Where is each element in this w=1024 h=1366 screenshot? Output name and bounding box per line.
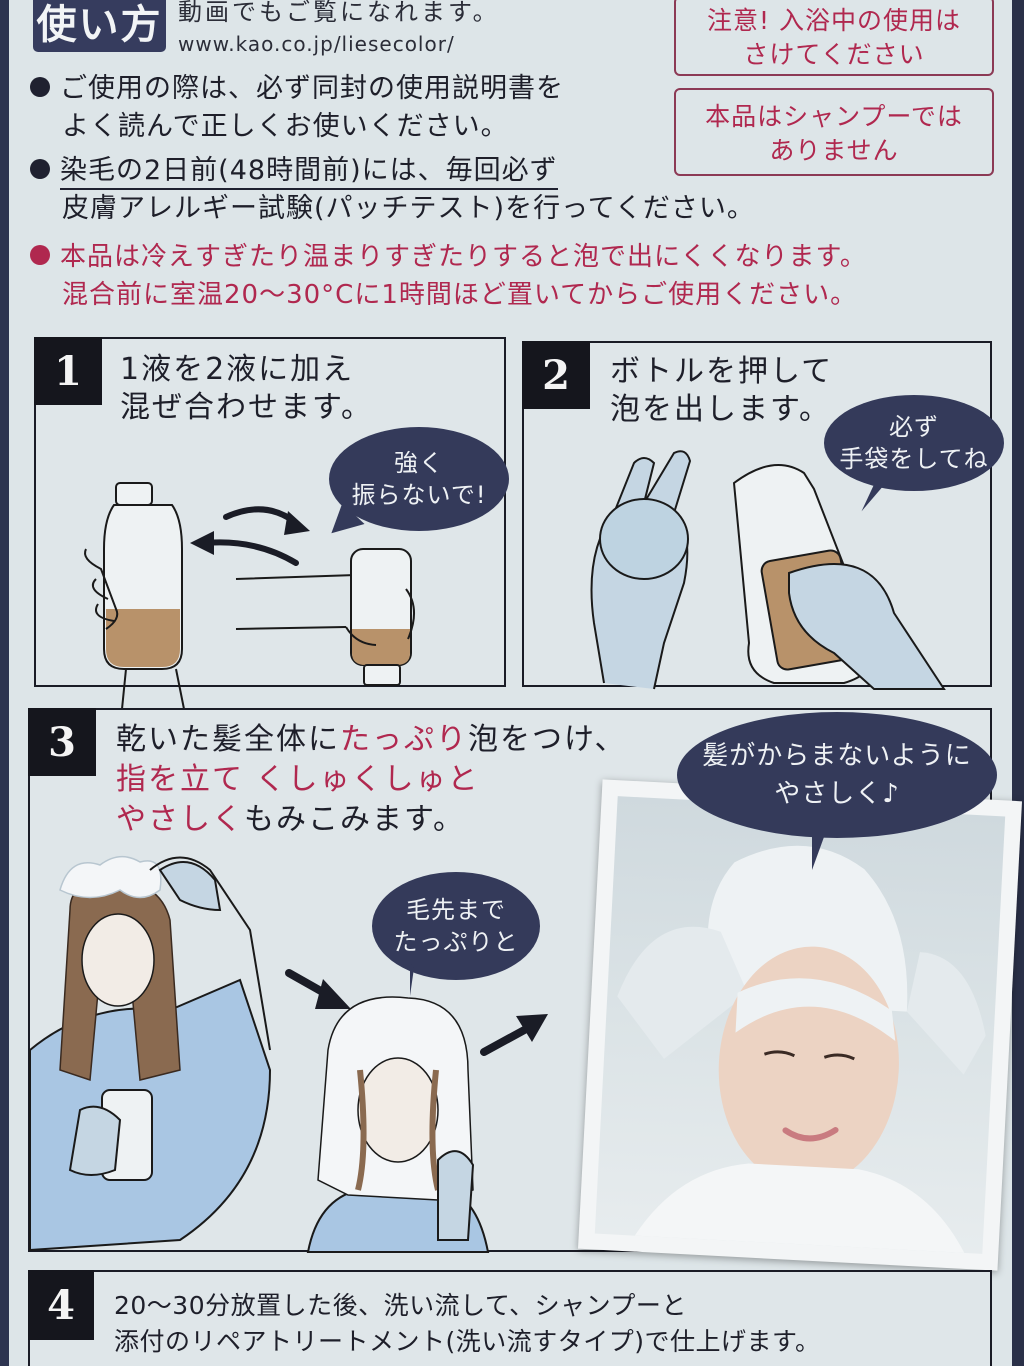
bubble-tail — [812, 820, 834, 870]
woman-applying-foam-illustration — [29, 856, 272, 1252]
note-text: よく読んで正しくお使いください。 — [62, 111, 509, 142]
bubble-text: 毛先まで — [406, 896, 506, 924]
note-text: 染毛の2日前(48時間前)には、毎回必ず — [60, 155, 558, 190]
step-1-text: 1液を2液に加え 混ぜ合わせます。 — [120, 351, 373, 427]
step-4-text: 20〜30分放置した後、洗い流して、シャンプーと 添付のリペアトリートメント(洗… — [114, 1288, 821, 1360]
step-line: 1液を2液に加え — [120, 352, 355, 387]
warning-line: さけてください — [743, 40, 925, 69]
bullet-icon — [30, 76, 50, 97]
step-line: 乾いた髪全体にたっぷり泡をつけ、 — [116, 720, 627, 760]
note-text: ご使用の際は、必ず同封の使用説明書を — [60, 73, 564, 104]
step-text-span: 乾いた髪全体に — [116, 722, 340, 757]
step-line: やさしくもみこみます。 — [116, 800, 627, 840]
bubble-text: 必ず — [889, 413, 939, 441]
speech-bubble-to-tips: 毛先まで たっぷりと — [372, 872, 540, 980]
step-text-span: 泡をつけ、 — [468, 722, 627, 757]
foamed-hair-model-image — [617, 845, 986, 1253]
arrow-right-up-icon — [480, 1014, 548, 1056]
step-number: 1 — [34, 337, 102, 405]
bubble-text: 強く — [394, 449, 444, 477]
step-2-text: ボトルを押して 泡を出します。 — [610, 353, 833, 429]
warning-box-bath: 注意! 入浴中の使用は さけてください — [674, 0, 994, 76]
step-3-text: 乾いた髪全体にたっぷり泡をつけ、 指を立て くしゅくしゅと やさしくもみこみます… — [116, 720, 627, 840]
bullet-icon — [30, 158, 50, 179]
photo-image — [594, 796, 1006, 1254]
bubble-text: 髪がからまないように — [702, 741, 972, 771]
step-line: 添付のリペアトリートメント(洗い流すタイプ)で仕上げます。 — [114, 1327, 821, 1356]
arrow-right-down-icon — [285, 969, 351, 1009]
bottle-illustration — [84, 482, 187, 720]
note-temperature: 本品は冷えすぎたり温まりすぎたりすると泡で出にくくなります。 混合前に室温20〜… — [30, 238, 867, 314]
step-2-panel: 2 ボトルを押して 泡を出します。 必ず 手袋をしてね — [522, 341, 1004, 690]
step-line: ボトルを押して — [610, 354, 834, 389]
page-title: 使い方 — [33, 0, 166, 52]
step-text-emphasis: たっぷり — [340, 722, 468, 757]
bubble-text: 振らないで! — [351, 481, 487, 509]
woman-foamed-hair-illustration — [306, 996, 490, 1253]
speech-bubble-wear-gloves: 必ず 手袋をしてね — [824, 395, 1004, 491]
video-note: 動画でもご覧になれます。 — [178, 0, 500, 26]
swap-arrows-icon — [190, 506, 310, 566]
bullet-icon — [30, 244, 50, 265]
step-text-span: もみこみます。 — [244, 802, 465, 837]
website-link[interactable]: www.kao.co.jp/liesecolor/ — [178, 32, 455, 56]
bubble-tail — [410, 962, 428, 996]
step-number: 2 — [522, 341, 590, 409]
step-line: 泡を出します。 — [610, 392, 831, 427]
gloved-hands-foam-illustration — [590, 450, 946, 690]
speech-bubble-gently: 髪がからまないように やさしく♪ — [677, 712, 997, 838]
package-edge-left — [0, 0, 9, 1366]
bubble-text: 手袋をしてね — [839, 445, 989, 473]
step-number: 4 — [28, 1270, 94, 1340]
warning-line: 注意! 入浴中の使用は — [707, 6, 961, 35]
step-line: 20〜30分放置した後、洗い流して、シャンプーと — [114, 1291, 687, 1320]
step-1-panel: 1 1液を2液に加え 混ぜ合わせます。 強く 振らないで! — [34, 337, 509, 720]
speech-bubble-dont-shake: 強く 振らないで! — [329, 427, 509, 531]
bubble-text: やさしく♪ — [774, 779, 900, 809]
step-line: 混ぜ合わせます。 — [120, 390, 373, 425]
package-edge-right — [1012, 0, 1024, 1366]
step-text-emphasis: やさしく — [116, 802, 244, 837]
note-patch-test: 染毛の2日前(48時間前)には、毎回必ず 皮膚アレルギー試験(パッチテスト)を行… — [30, 152, 755, 228]
step-number: 3 — [28, 708, 96, 776]
note-text: 混合前に室温20〜30°Cに1時間ほど置いてからご使用ください。 — [62, 280, 858, 310]
warning-box-not-shampoo: 本品はシャンプーでは ありません — [674, 88, 994, 176]
bubble-text: たっぷりと — [393, 928, 519, 956]
note-read-manual: ご使用の際は、必ず同封の使用説明書を よく読んで正しくお使いください。 — [30, 70, 564, 146]
model-photo — [577, 779, 1023, 1271]
step-4-panel: 4 20〜30分放置した後、洗い流して、シャンプーと 添付のリペアトリートメント… — [28, 1270, 992, 1366]
note-text: 皮膚アレルギー試験(パッチテスト)を行ってください。 — [62, 193, 755, 224]
warning-line: ありません — [769, 136, 899, 165]
inverted-bottle-illustration — [235, 548, 415, 686]
note-text: 本品は冷えすぎたり温まりすぎたりすると泡で出にくくなります。 — [60, 242, 867, 272]
step-text-emphasis: 指を立て くしゅくしゅと — [116, 762, 480, 797]
warning-line: 本品はシャンプーでは — [705, 102, 963, 131]
